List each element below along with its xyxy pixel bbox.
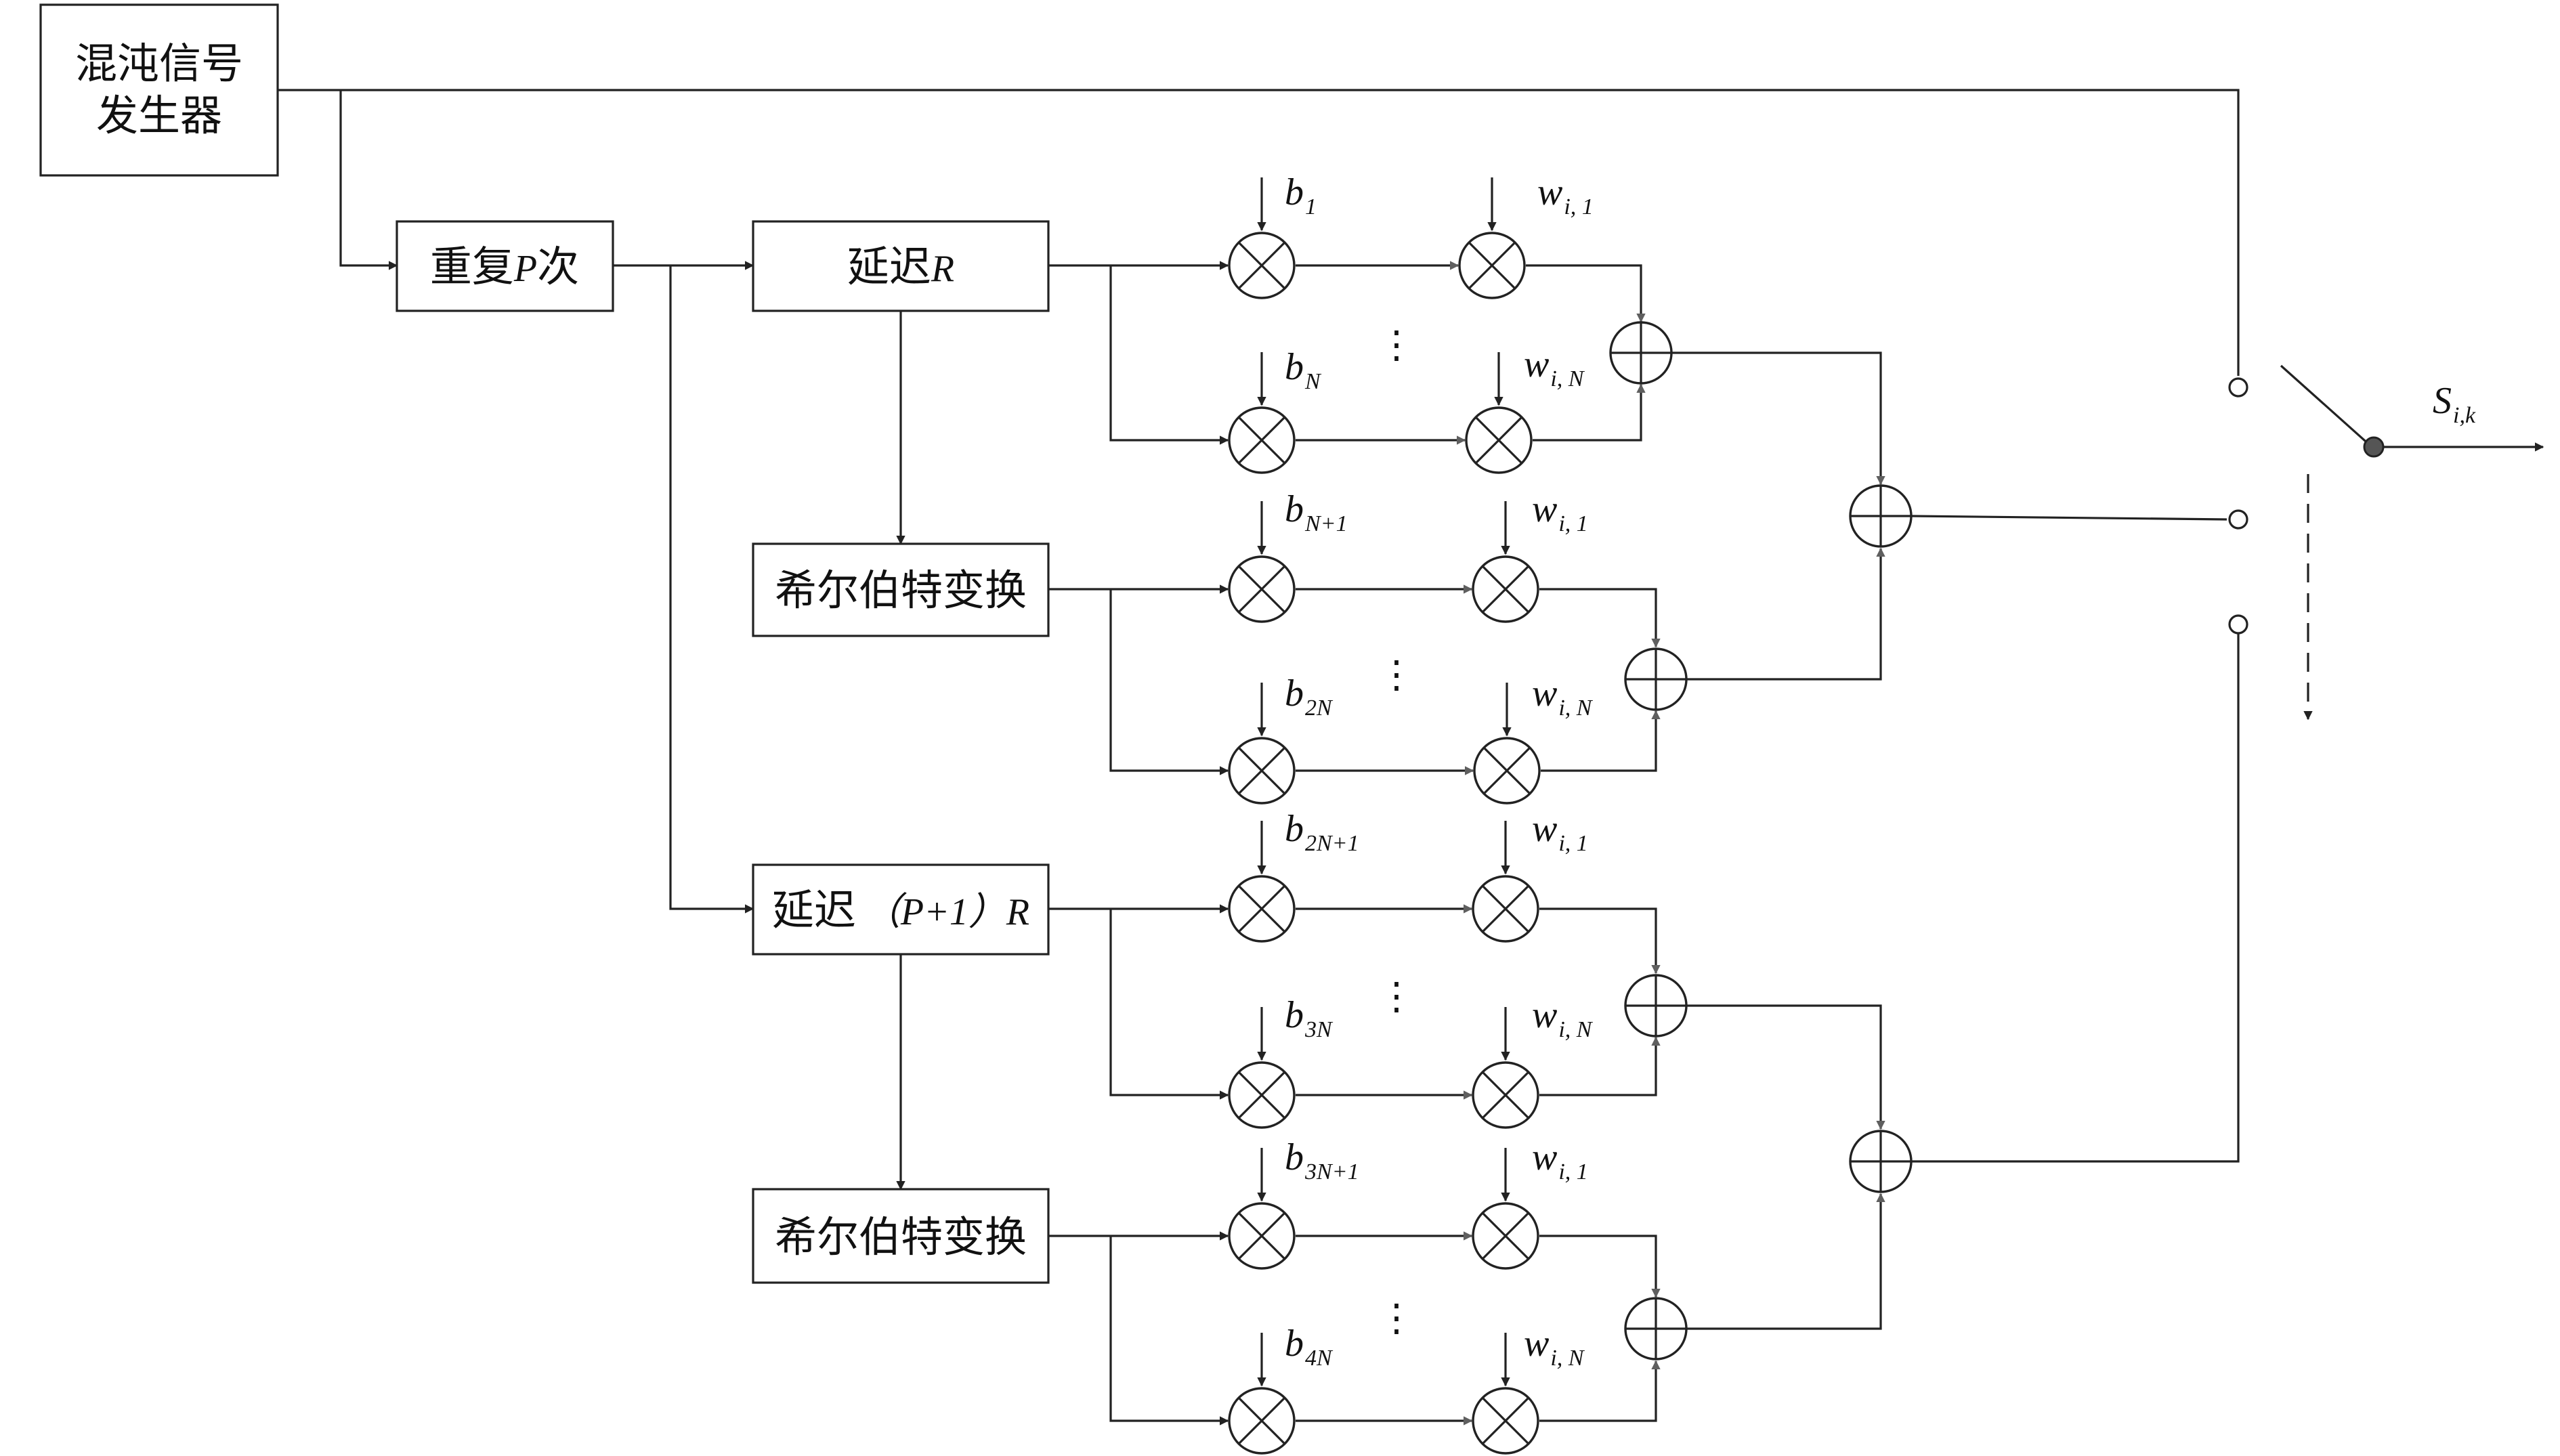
multiplier-w-g3-top	[1472, 875, 1539, 943]
repeat-to-delay-p1r-wire	[669, 265, 754, 914]
chaos-to-repeat-wire	[339, 90, 398, 270]
delay-p1r-label: 延迟（P+1）R	[772, 885, 1029, 935]
adder-g1	[1609, 321, 1673, 385]
g2-bottom-branch	[1109, 589, 1229, 775]
ellipsis-g3: ⋮	[1378, 976, 1415, 1018]
label-b3N1: b3N+1	[1285, 1136, 1359, 1184]
g2-top-to-adder	[1539, 588, 1661, 648]
output-label-s: Si,k	[2433, 380, 2476, 428]
g1-top-to-adder	[1526, 264, 1646, 323]
hilbert-transform-block-1: 希尔伯特变换	[752, 542, 1050, 637]
chaos-generator-label-line2: 发生器	[96, 91, 222, 140]
label-b1: b1	[1285, 171, 1317, 219]
adder1-to-sum-a	[1671, 351, 1885, 486]
output-switch: Si,k	[2228, 364, 2544, 721]
multiplier-w-g2-top	[1472, 555, 1539, 623]
ellipses: ⋮ ⋮ ⋮ ⋮	[1378, 324, 1415, 1340]
label-w-g2-top: wi, 1	[1532, 488, 1588, 536]
multiplier-w-g1-bottom	[1465, 406, 1533, 474]
adder-sum-a	[1849, 484, 1913, 548]
label-w-g4-bottom: wi, N	[1524, 1323, 1585, 1371]
ellipsis-g4: ⋮	[1378, 1298, 1415, 1340]
multiplier-w-g4-top	[1472, 1202, 1539, 1270]
multiplier-b2N	[1228, 737, 1296, 805]
multiplier-bN	[1228, 406, 1296, 474]
hilbert-transform-label-1: 希尔伯特变换	[775, 565, 1027, 615]
coefficient-labels: b1 bN bN+1 b2N b2N+1 b3N b3N+1 b4N wi, 1…	[1285, 171, 1594, 1371]
repeat-block-label: 重复P次	[430, 242, 579, 291]
adder4-to-sum-b	[1686, 1193, 1885, 1330]
label-bN1: bN+1	[1285, 488, 1348, 536]
label-b4N: b4N	[1285, 1323, 1334, 1371]
label-w-g1-top: wi, 1	[1537, 171, 1594, 219]
multiplier-w-g4-bottom	[1472, 1387, 1539, 1455]
multiplier-b3N	[1228, 1061, 1296, 1129]
label-w-g3-top: wi, 1	[1532, 808, 1588, 856]
multiplier-w-g2-bottom	[1473, 737, 1541, 805]
hilbert-transform-block-2: 希尔伯特变换	[752, 1188, 1050, 1284]
adder3-to-sum-b	[1686, 1004, 1885, 1130]
ellipsis-g1: ⋮	[1378, 324, 1415, 366]
label-w-g2-bottom: wi, N	[1532, 672, 1594, 721]
adder2-to-sum-a	[1686, 547, 1885, 681]
switch-terminal-middle	[2228, 509, 2248, 530]
multiplier-bN1	[1228, 555, 1296, 623]
g3-bottom-to-adder	[1539, 1036, 1661, 1096]
g1-bottom-branch	[1109, 265, 1229, 445]
adder-g2	[1624, 647, 1688, 711]
label-b2N: b2N	[1285, 672, 1334, 721]
label-b2N1: b2N+1	[1285, 808, 1359, 856]
adder-sum-b	[1849, 1130, 1913, 1193]
delay-p1r-block: 延迟（P+1）R	[752, 863, 1050, 956]
adder-g3	[1624, 974, 1688, 1037]
hilbert-transform-label-2: 希尔伯特变换	[775, 1212, 1027, 1262]
g3-top-to-adder	[1539, 907, 1661, 975]
multiplier-b1	[1228, 232, 1296, 299]
repeat-block: 重复P次	[396, 220, 614, 312]
delay-r-block: 延迟R	[752, 220, 1050, 312]
label-bN: bN	[1285, 346, 1322, 394]
coefficient-arrows	[1257, 177, 1512, 1387]
multiplier-w-g1-top	[1458, 232, 1526, 299]
g4-bottom-to-adder	[1539, 1360, 1661, 1422]
chaos-generator-label-line1: 混沌信号	[75, 39, 243, 88]
delay-r-label: 延迟R	[847, 242, 954, 291]
multiplier-b3N1	[1228, 1202, 1296, 1270]
ellipsis-g2: ⋮	[1378, 654, 1415, 696]
g3-bottom-branch	[1109, 909, 1229, 1100]
multiplier-b2N1	[1228, 875, 1296, 943]
wires	[278, 89, 2240, 1426]
switch-terminal-bottom	[2228, 614, 2248, 635]
g1-bottom-to-adder	[1533, 383, 1646, 442]
chaos-generator-block: 混沌信号 发生器	[39, 3, 279, 177]
switch-lever	[2280, 364, 2372, 447]
g4-top-to-adder	[1539, 1235, 1661, 1298]
label-w-g3-bottom: wi, N	[1532, 994, 1594, 1042]
adder-g4	[1624, 1297, 1688, 1361]
switch-pivot	[2363, 436, 2385, 458]
multiplier-w-g3-bottom	[1472, 1061, 1539, 1129]
g2-bottom-to-adder	[1541, 710, 1661, 772]
multipliers	[1228, 232, 1541, 1455]
switch-terminal-top	[2228, 377, 2248, 398]
label-b3N: b3N	[1285, 994, 1334, 1042]
chaos-to-switch-wire	[278, 89, 2240, 376]
label-w-g1-bottom: wi, N	[1524, 343, 1585, 391]
multiplier-b4N	[1228, 1387, 1296, 1455]
adders	[1609, 321, 1913, 1361]
label-w-g4-top: wi, 1	[1532, 1136, 1588, 1184]
sum-b-to-switch-wire	[1912, 633, 2240, 1163]
g4-bottom-branch	[1109, 1236, 1229, 1426]
sum-a-to-switch-wire	[1911, 515, 2227, 521]
